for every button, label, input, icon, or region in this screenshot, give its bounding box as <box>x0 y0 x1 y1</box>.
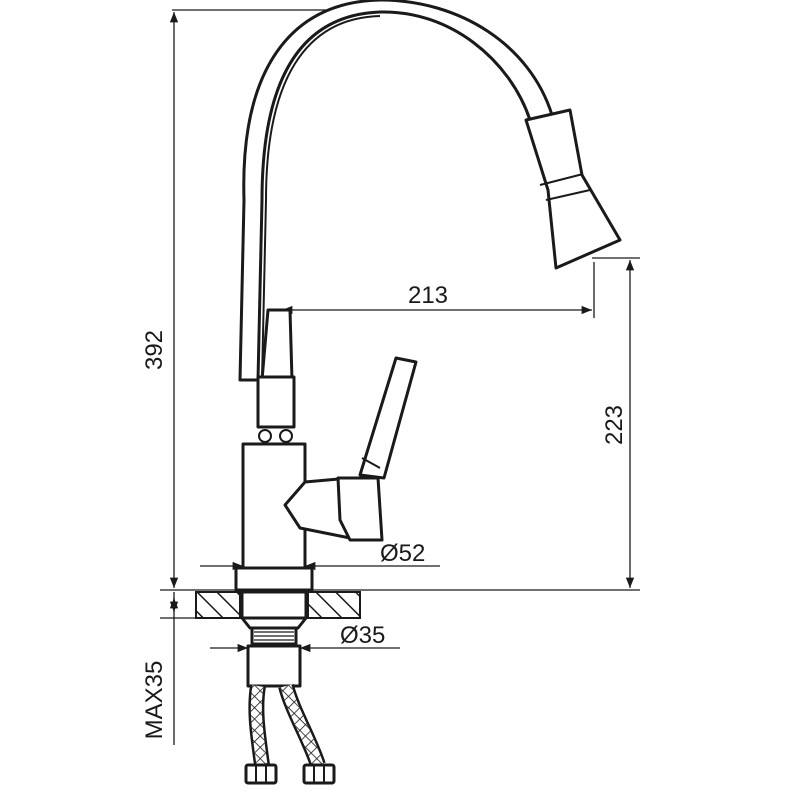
dimension-label-d52: Ø52 <box>380 540 425 567</box>
dimension-label-213: 213 <box>408 282 448 309</box>
spray-head <box>524 108 622 270</box>
dimension-label-max35: MAX35 <box>141 661 168 740</box>
dimension-label-d35: Ø35 <box>340 622 385 649</box>
dimension-spout-height: 223 <box>601 260 635 588</box>
base-flange <box>234 566 314 592</box>
hose-end-nuts <box>244 763 336 785</box>
dimension-label-392: 392 <box>141 330 168 370</box>
dimension-total-height: 392 <box>141 12 179 588</box>
dimension-max-thickness: MAX35 <box>141 592 179 745</box>
supply-hoses <box>248 683 326 768</box>
countertop-section <box>195 590 361 620</box>
dimension-shank-diameter: Ø35 <box>210 622 400 653</box>
dimension-base-diameter: Ø52 <box>200 540 440 571</box>
faucet-spout <box>238 0 554 382</box>
lever-handle <box>283 356 418 542</box>
reference-lines <box>160 9 640 619</box>
swivel-collar <box>256 375 296 443</box>
mounting-shank <box>240 616 308 688</box>
dimension-spout-reach: 213 <box>282 262 595 318</box>
dimension-label-223: 223 <box>601 405 628 445</box>
